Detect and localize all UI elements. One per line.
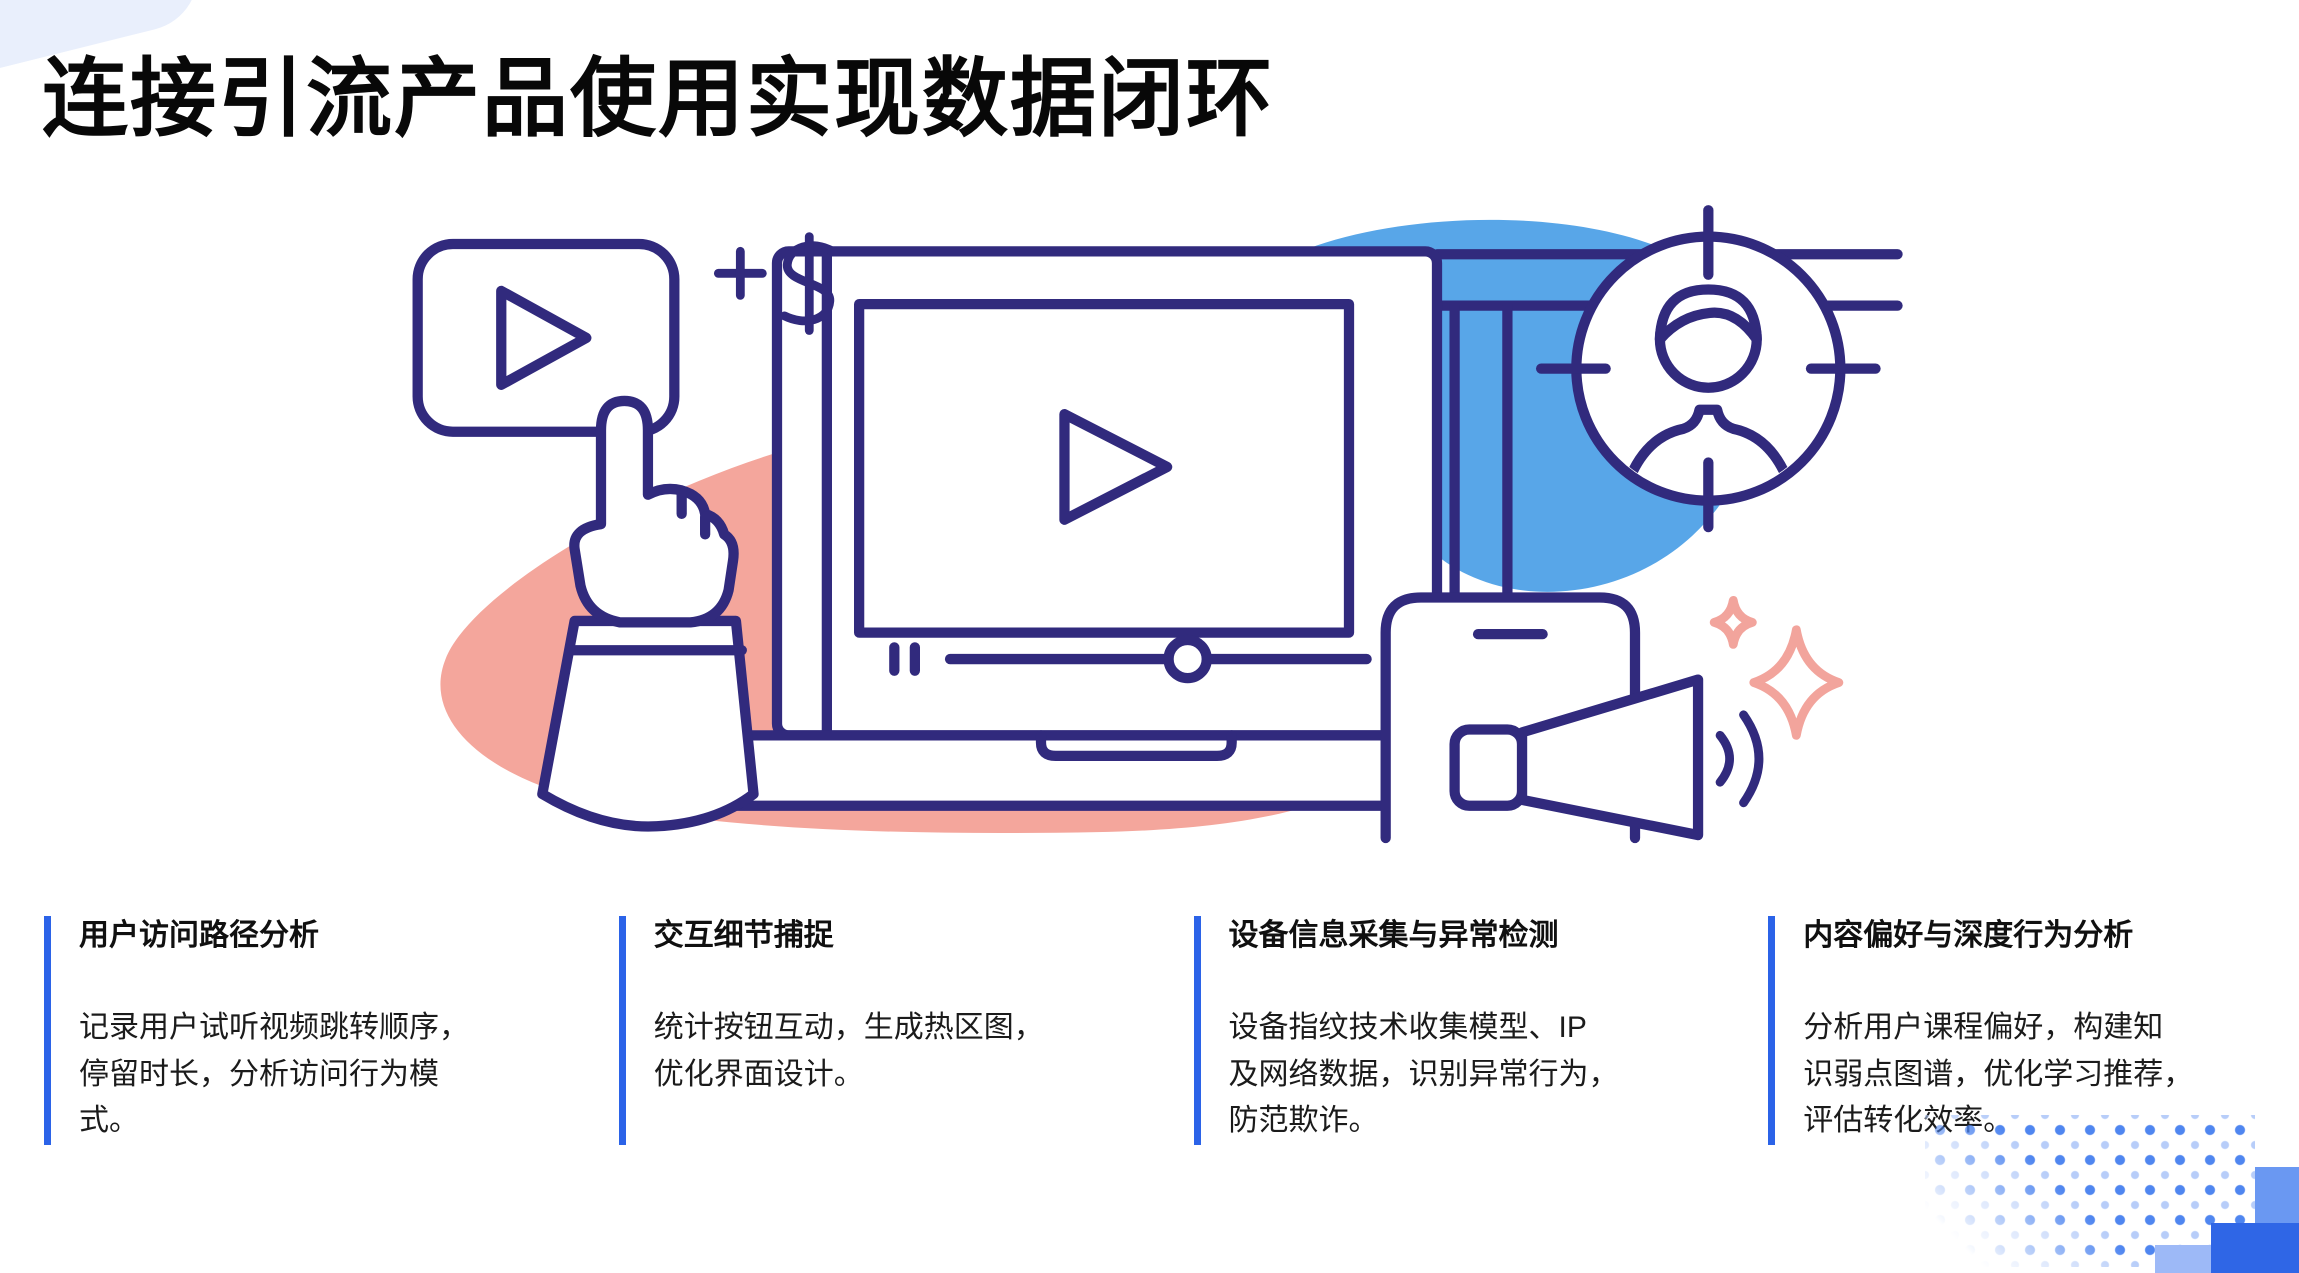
video-progress-bar	[889, 634, 1372, 684]
feature-title: 内容偏好与深度行为分析	[1803, 919, 2134, 952]
feature-item-user-path: 用户访问路径分析 记录用户试听视频跳转顺序， 停留时长，分析访问行为模 式。	[44, 916, 531, 1145]
feature-body: 记录用户试听视频跳转顺序， 停留时长，分析访问行为模 式。	[79, 1011, 469, 1137]
feature-title: 用户访问路径分析	[79, 919, 319, 952]
feature-list: 用户访问路径分析 记录用户试听视频跳转顺序， 停留时长，分析访问行为模 式。 交…	[44, 916, 2255, 1145]
progress-knob	[1163, 634, 1212, 684]
page-title: 连接引流产品使用实现数据闭环	[42, 51, 1274, 147]
feature-title: 交互细节捕捉	[653, 919, 834, 952]
feature-item-interaction: 交互细节捕捉 统计按钮互动，生成热区图， 优化界面设计。	[618, 916, 1106, 1145]
feature-body: 分析用户课程偏好，构建知 识弱点图谱，优化学习推荐， 评估转化效率。	[1803, 1011, 2194, 1137]
card-play-icon	[496, 285, 592, 390]
corner-square-decoration	[2155, 1245, 2211, 1273]
feature-title: 设备信息采集与异常检测	[1228, 919, 1559, 952]
feature-body: 设备指纹技术收集模型、IP 及网络数据，识别异常行为， 防范欺诈。	[1228, 1011, 1619, 1137]
video-card	[412, 238, 680, 437]
arm	[537, 615, 759, 832]
megaphone-icon	[1449, 674, 1764, 841]
laptop-video-player	[709, 246, 1443, 811]
sound-wave-icon	[1715, 730, 1734, 787]
pointing-hand-icon	[537, 395, 759, 832]
user-target-icon	[1535, 205, 1881, 533]
illustration-svg	[412, 205, 1903, 844]
dot-pattern-decoration	[1925, 1115, 2255, 1267]
person-hair	[1654, 284, 1762, 345]
hand	[569, 395, 739, 628]
video-play-icon	[1059, 409, 1173, 525]
hero-illustration	[410, 205, 1936, 844]
corner-square-decoration	[2255, 1167, 2299, 1223]
plus-dollar-icons	[713, 232, 838, 335]
illustration-root	[412, 205, 1903, 844]
feature-item-device: 设备信息采集与异常检测 设备指纹技术收集模型、IP 及网络数据，识别异常行为， …	[1193, 916, 1681, 1145]
sparkle-icon	[1709, 596, 1844, 740]
feature-body: 统计按钮互动，生成热区图， 优化界面设计。	[653, 1011, 1044, 1091]
feature-item-content-preference: 内容偏好与深度行为分析 分析用户课程偏好，构建知 识弱点图谱，优化学习推荐， 评…	[1768, 916, 2255, 1145]
corner-square-decoration	[2211, 1223, 2299, 1273]
laptop-base	[709, 730, 1410, 811]
